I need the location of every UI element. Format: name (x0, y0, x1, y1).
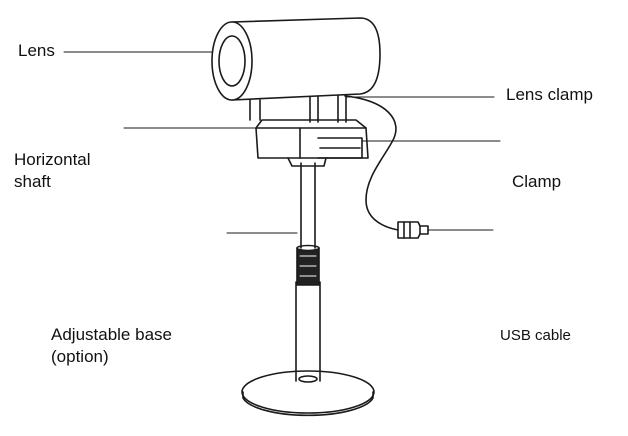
height-collar (296, 244, 320, 286)
upper-pole (300, 162, 316, 249)
camera-body (211, 17, 381, 101)
usb-cable-label: USB cable (500, 327, 571, 344)
adjustable-base-label-line1: Adjustable base (51, 325, 172, 344)
lens-clamp-label: Lens clamp (506, 85, 593, 104)
lower-pole (295, 281, 321, 382)
horizontal-shaft-label-line1: Horizontal (14, 150, 91, 169)
leader-lines (63, 51, 501, 234)
adjustable-base-label-line2: (option) (51, 347, 109, 366)
clamp-block (255, 119, 369, 167)
clamp-label: Clamp (512, 172, 562, 191)
base-plate (241, 370, 375, 417)
lens-label: Lens (18, 41, 55, 60)
horizontal-shaft-label-line2: shaft (14, 172, 51, 191)
usb-cable (344, 95, 429, 239)
